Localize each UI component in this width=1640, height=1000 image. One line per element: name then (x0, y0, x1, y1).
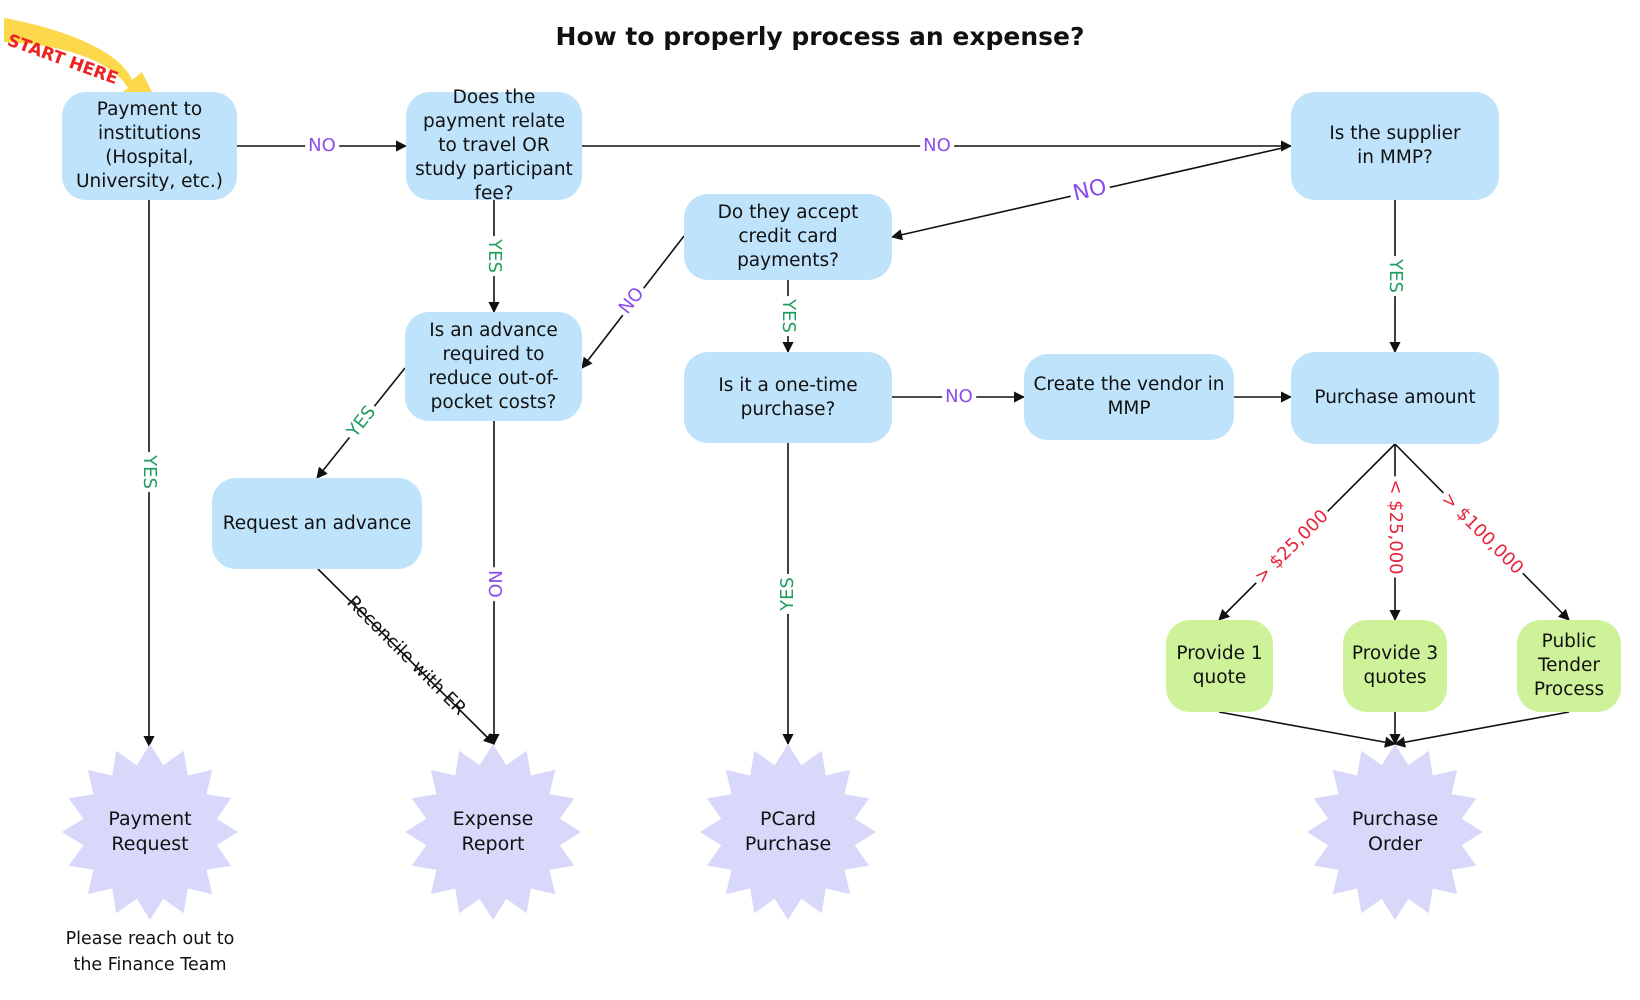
node-request-advance: Request an advance (212, 478, 422, 569)
node-supplier-mmp: Is the supplier in MMP? (1291, 92, 1499, 200)
node-travel-fee: Does the payment relate to travel OR stu… (406, 87, 582, 204)
label-yes-onetime-pcard: YES (777, 574, 799, 614)
finance-team-note: Please reach out to the Finance Team (65, 929, 235, 975)
outcome-expense-report: Expense Report (452, 808, 534, 855)
label-amount-lt-25000: < $25,000 (1384, 476, 1406, 578)
node-payment-institutions: Payment to institutions (Hospital, Unive… (62, 92, 237, 200)
label-yes-inst-payment: YES (138, 452, 160, 492)
label-yes-travel-advance: YES (483, 236, 505, 276)
label-yes-supplier-amount: YES (1384, 256, 1406, 296)
label-no-travel-supplier: NO (920, 135, 954, 157)
label-no-inst-travel: NO (305, 135, 339, 157)
node-advance-required: Is an advance required to reduce out-of-… (405, 312, 582, 421)
label-no-advance-expense: NO (483, 567, 505, 601)
page-title: How to properly process an expense? (555, 22, 1085, 51)
label-no-onetime-vendor: NO (942, 386, 976, 408)
edge-request-to-expense (317, 568, 495, 745)
burst-expense-report (405, 744, 581, 920)
node-quote-1: Provide 1 quote (1166, 620, 1273, 712)
outcome-pcard-purchase: PCard Purchase (744, 808, 832, 855)
burst-pcard-purchase (700, 744, 876, 920)
node-create-vendor: Create the vendor in MMP (1024, 354, 1234, 440)
node-one-time: Is it a one-time purchase? (684, 352, 892, 443)
node-credit-card: Do they accept credit card payments? (684, 194, 892, 280)
burst-payment-request (62, 744, 238, 920)
edge-tender-to-po (1393, 711, 1570, 748)
start-arrow-icon (4, 18, 158, 104)
edge-quote1-to-po (1218, 711, 1397, 748)
outcome-payment-request: Payment Request (108, 808, 192, 855)
outcome-purchase-order: Purchase Order (1351, 808, 1439, 855)
node-purchase-amount: Purchase amount (1291, 352, 1499, 444)
node-quote-3: Provide 3 quotes (1343, 620, 1447, 712)
burst-purchase-order (1307, 744, 1483, 920)
node-public-tender: Public Tender Process (1517, 620, 1621, 712)
label-yes-credit-onetime: YES (777, 296, 799, 336)
